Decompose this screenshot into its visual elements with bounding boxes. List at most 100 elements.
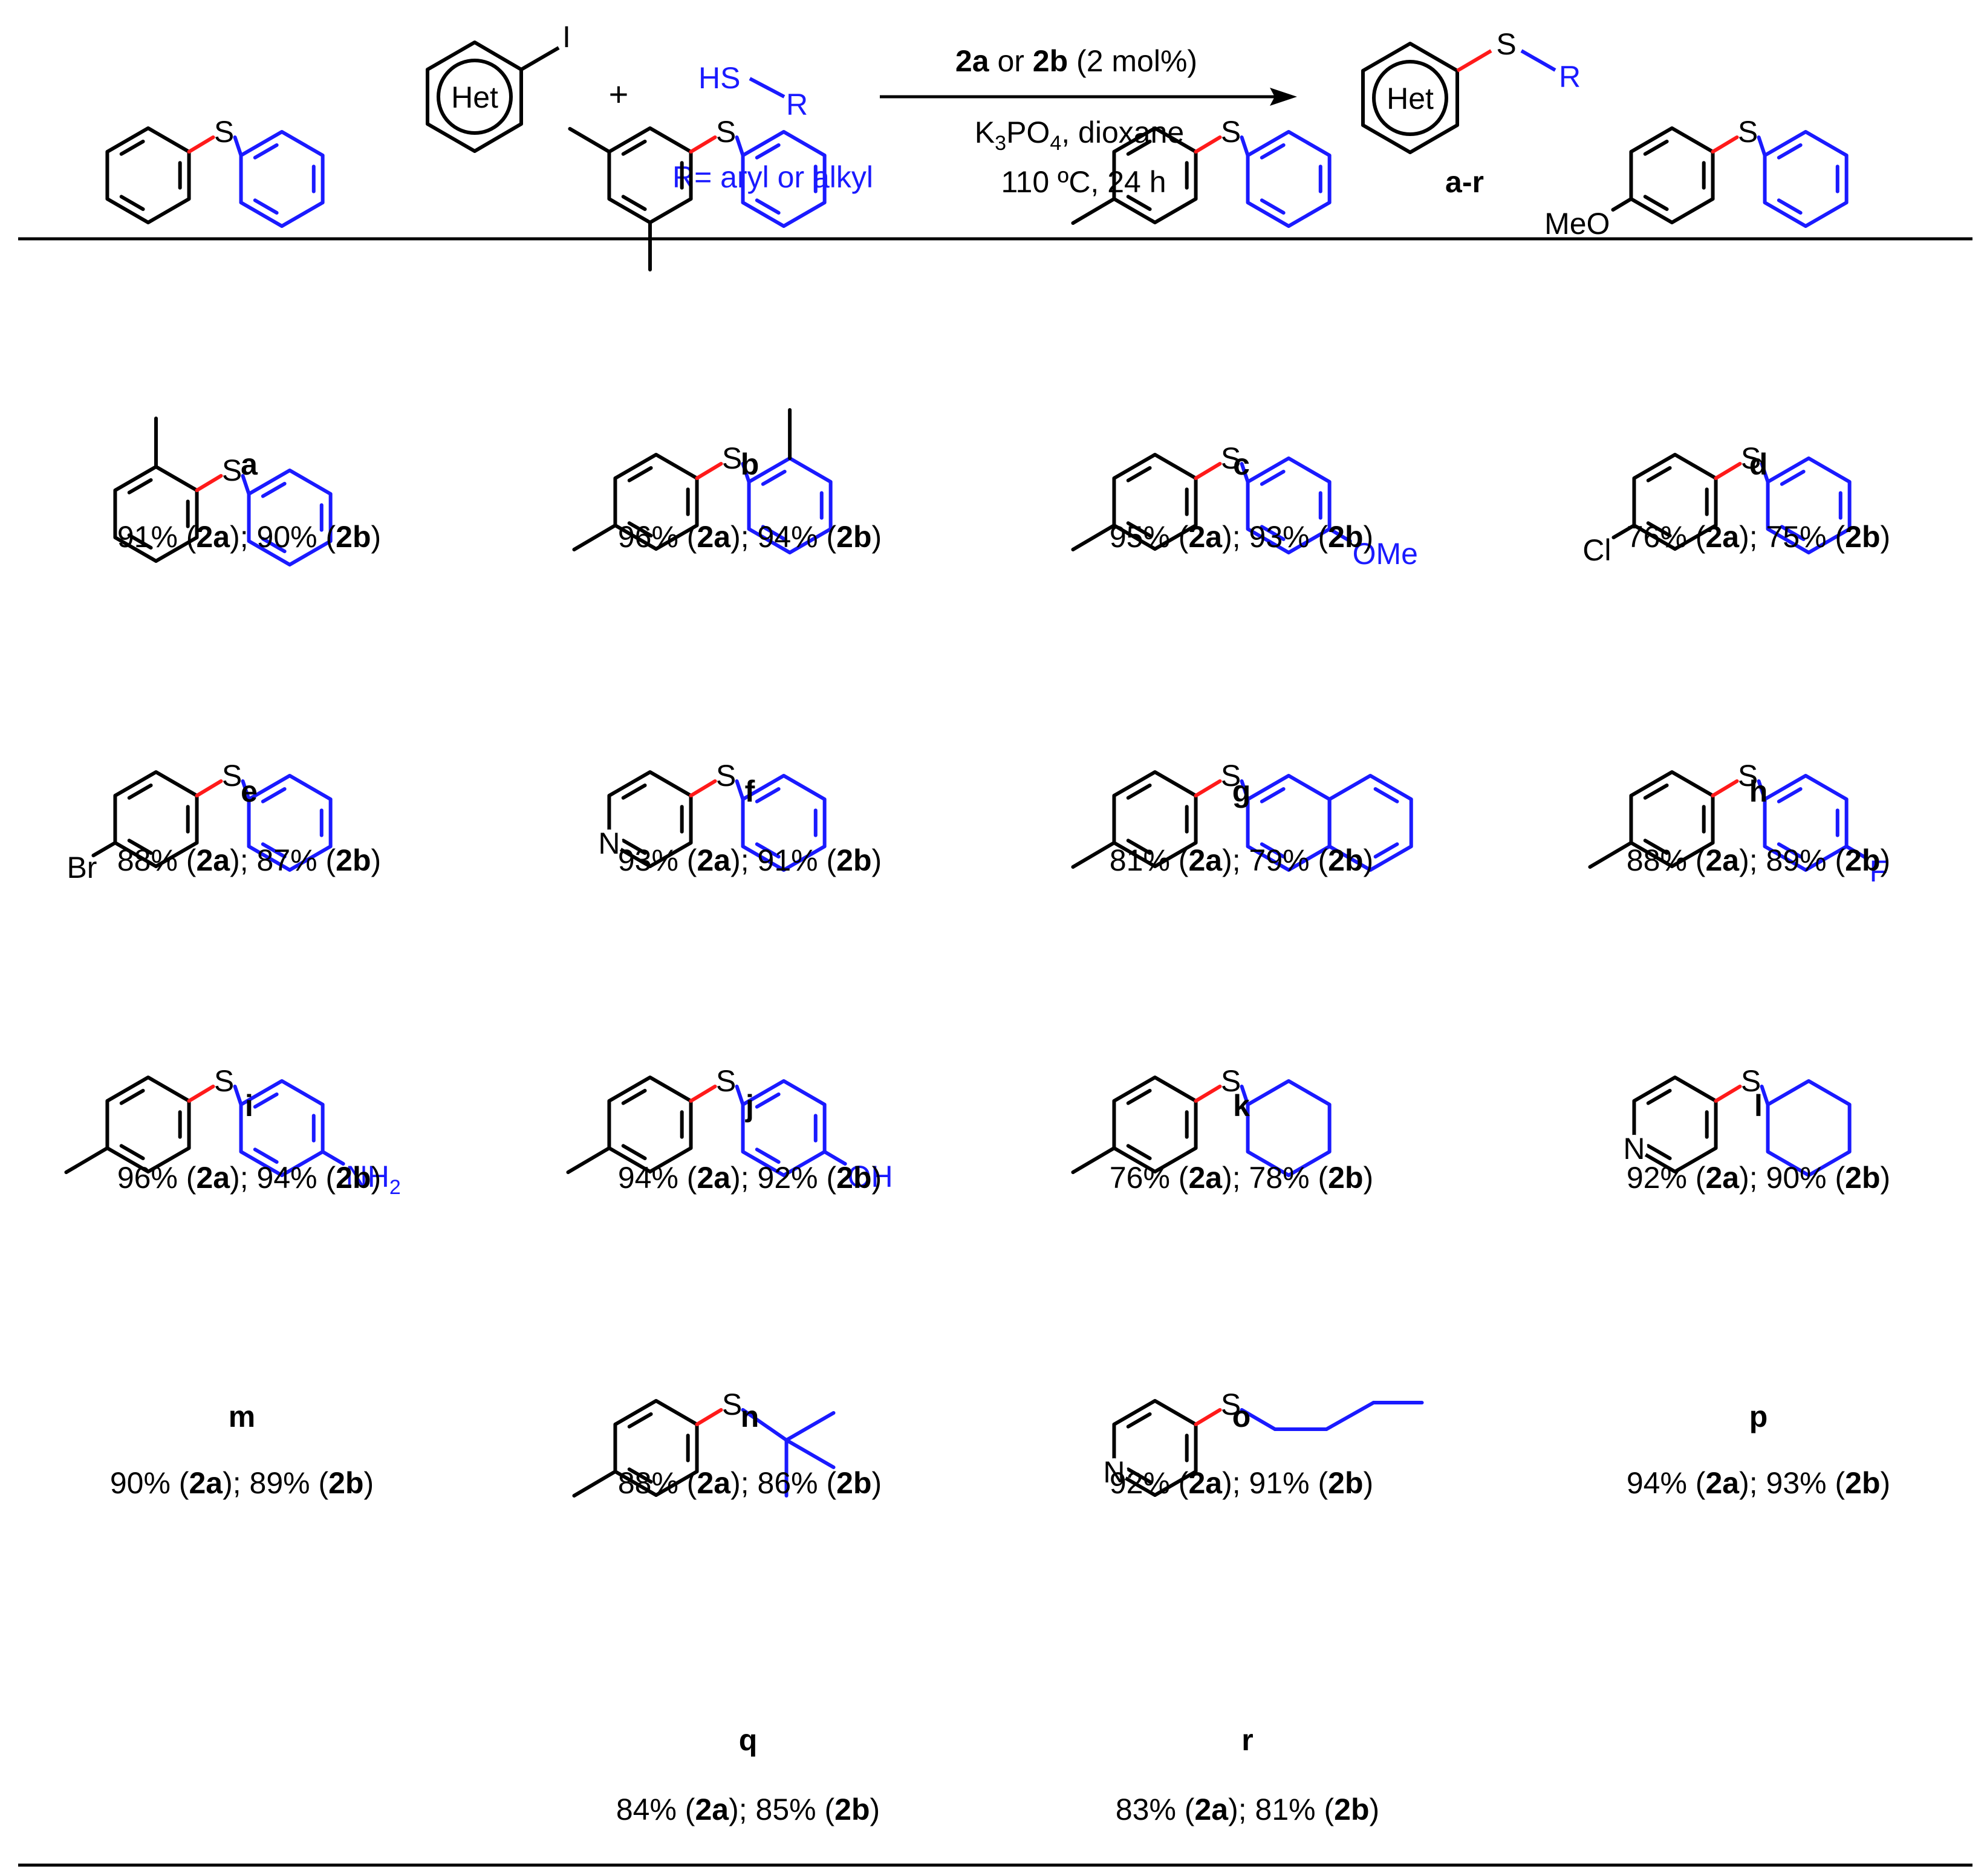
compound-id-h: h xyxy=(1749,774,1768,808)
yield-text: 2a xyxy=(1705,1466,1740,1500)
naphthalene-ring xyxy=(1327,774,1413,872)
o-bond xyxy=(822,1150,847,1166)
red-c-s-bond xyxy=(689,1085,717,1103)
yield-text: ) xyxy=(371,520,382,554)
double-bond xyxy=(621,195,647,211)
benzene-ring xyxy=(239,130,325,228)
atom-subscript: 2 xyxy=(389,1176,401,1199)
yield-text: ); 78% ( xyxy=(1222,1161,1328,1195)
blue-s-c-bond xyxy=(241,779,251,801)
hydroxy-label: OH xyxy=(848,1160,893,1193)
compound-id-e: e xyxy=(241,774,258,808)
yield-text: 2b xyxy=(336,520,371,554)
sulfur-label: S xyxy=(214,115,234,149)
benzene-ring xyxy=(1629,126,1715,224)
yield-text: 2b xyxy=(336,843,371,877)
yield-g: 81% (2a); 79% (2b) xyxy=(1110,843,1373,877)
methoxy-label: MeO xyxy=(1544,207,1610,241)
red-c-s-bond xyxy=(187,135,215,154)
yield-text: ); 85% ( xyxy=(729,1793,834,1826)
yield-q: 84% (2a); 85% (2b) xyxy=(616,1793,880,1826)
sulfur-label: S xyxy=(1221,1388,1241,1421)
yield-text: 2b xyxy=(336,1161,371,1195)
thiol-r-label: R xyxy=(786,88,808,122)
double-bond xyxy=(253,198,279,215)
double-bond xyxy=(1126,1089,1152,1105)
o-bond xyxy=(1611,197,1633,212)
double-bond xyxy=(627,521,653,537)
yield-text: ); 81% ( xyxy=(1228,1793,1334,1826)
double-bond xyxy=(1643,784,1669,800)
double-bond xyxy=(253,143,279,160)
yield-text: ); 94% ( xyxy=(730,520,836,554)
double-bond xyxy=(1643,195,1669,211)
heteroatom-mask xyxy=(1101,1458,1128,1485)
double-bond xyxy=(621,784,647,800)
yield-text: ); 86% ( xyxy=(730,1466,836,1500)
yield-text: ) xyxy=(364,1466,374,1500)
compound-id-a: a xyxy=(241,447,258,481)
double-bond xyxy=(1260,143,1286,160)
benzene-ring xyxy=(105,1076,191,1173)
yield-l: 92% (2a); 90% (2b) xyxy=(1627,1161,1890,1195)
double-bond xyxy=(1260,525,1286,541)
compound-id-o: o xyxy=(1232,1400,1251,1433)
nitrogen-label: N xyxy=(1623,1132,1645,1166)
iodine-label: I xyxy=(562,20,571,54)
double-bond xyxy=(119,195,145,211)
blue-s-c-bond xyxy=(735,135,745,157)
br-bond xyxy=(91,841,117,857)
compound-id-b: b xyxy=(741,447,759,481)
double-bond xyxy=(1126,1412,1152,1429)
sulfur-label: S xyxy=(1221,441,1241,475)
double-bond xyxy=(1126,839,1152,855)
compound-id-l: l xyxy=(1754,1089,1763,1123)
yield-text: 2b xyxy=(1328,1161,1363,1195)
compound-id-r: r xyxy=(1241,1723,1253,1757)
sulfur-label: S xyxy=(1221,759,1241,793)
yield-text: ) xyxy=(872,1161,882,1195)
red-c-s-bond xyxy=(195,779,223,797)
sulfur-label: S xyxy=(1221,115,1241,149)
benzene-ring xyxy=(105,126,191,224)
catalyst-2a: 2a xyxy=(955,44,990,78)
double-bond xyxy=(755,1092,781,1109)
n-bond xyxy=(320,1150,345,1166)
double-bond xyxy=(261,537,287,553)
yield-text: ); 92% ( xyxy=(730,1161,836,1195)
double-bond xyxy=(1126,195,1152,211)
yield-m: 90% (2a); 89% (2b) xyxy=(110,1466,374,1500)
yield-text: 2b xyxy=(1334,1793,1369,1826)
blue-s-c-bond xyxy=(1757,779,1767,801)
double-bond xyxy=(253,1147,279,1164)
yield-text: 2b xyxy=(836,1161,871,1195)
o-bond xyxy=(1327,527,1352,543)
yield-b: 96% (2a); 94% (2b) xyxy=(618,520,882,554)
yield-text: 95% ( xyxy=(1110,520,1189,554)
chain-bond xyxy=(1324,1401,1376,1431)
product-sulfur: S xyxy=(1496,27,1516,61)
yield-text: 76% ( xyxy=(1627,520,1706,554)
yield-text: 2a xyxy=(1188,1466,1223,1500)
yield-text: ) xyxy=(1364,1466,1374,1500)
catalyst-2b: 2b xyxy=(1033,44,1068,78)
yield-text: ) xyxy=(1881,1466,1891,1500)
yield-text: 2b xyxy=(1328,520,1363,554)
blue-s-c-bond xyxy=(233,1085,243,1106)
methyl-bond xyxy=(1071,524,1116,551)
sulfur-label: S xyxy=(222,759,242,793)
yield-text: 2a xyxy=(196,1161,230,1195)
aryl-iodide xyxy=(426,41,560,153)
double-bond xyxy=(1126,466,1152,482)
yield-text: 93% ( xyxy=(618,843,697,877)
yield-text: 2b xyxy=(1845,843,1880,877)
product-r: R xyxy=(1559,60,1581,94)
double-bond xyxy=(119,1089,145,1105)
yield-text: 92% ( xyxy=(1627,1161,1706,1195)
yield-text: 2b xyxy=(836,843,871,877)
methyl-bond xyxy=(64,1146,109,1174)
yield-text: ) xyxy=(1364,843,1374,877)
double-bond xyxy=(1777,842,1803,858)
double-bond xyxy=(1643,140,1669,156)
yield-text: 96% ( xyxy=(117,1161,197,1195)
